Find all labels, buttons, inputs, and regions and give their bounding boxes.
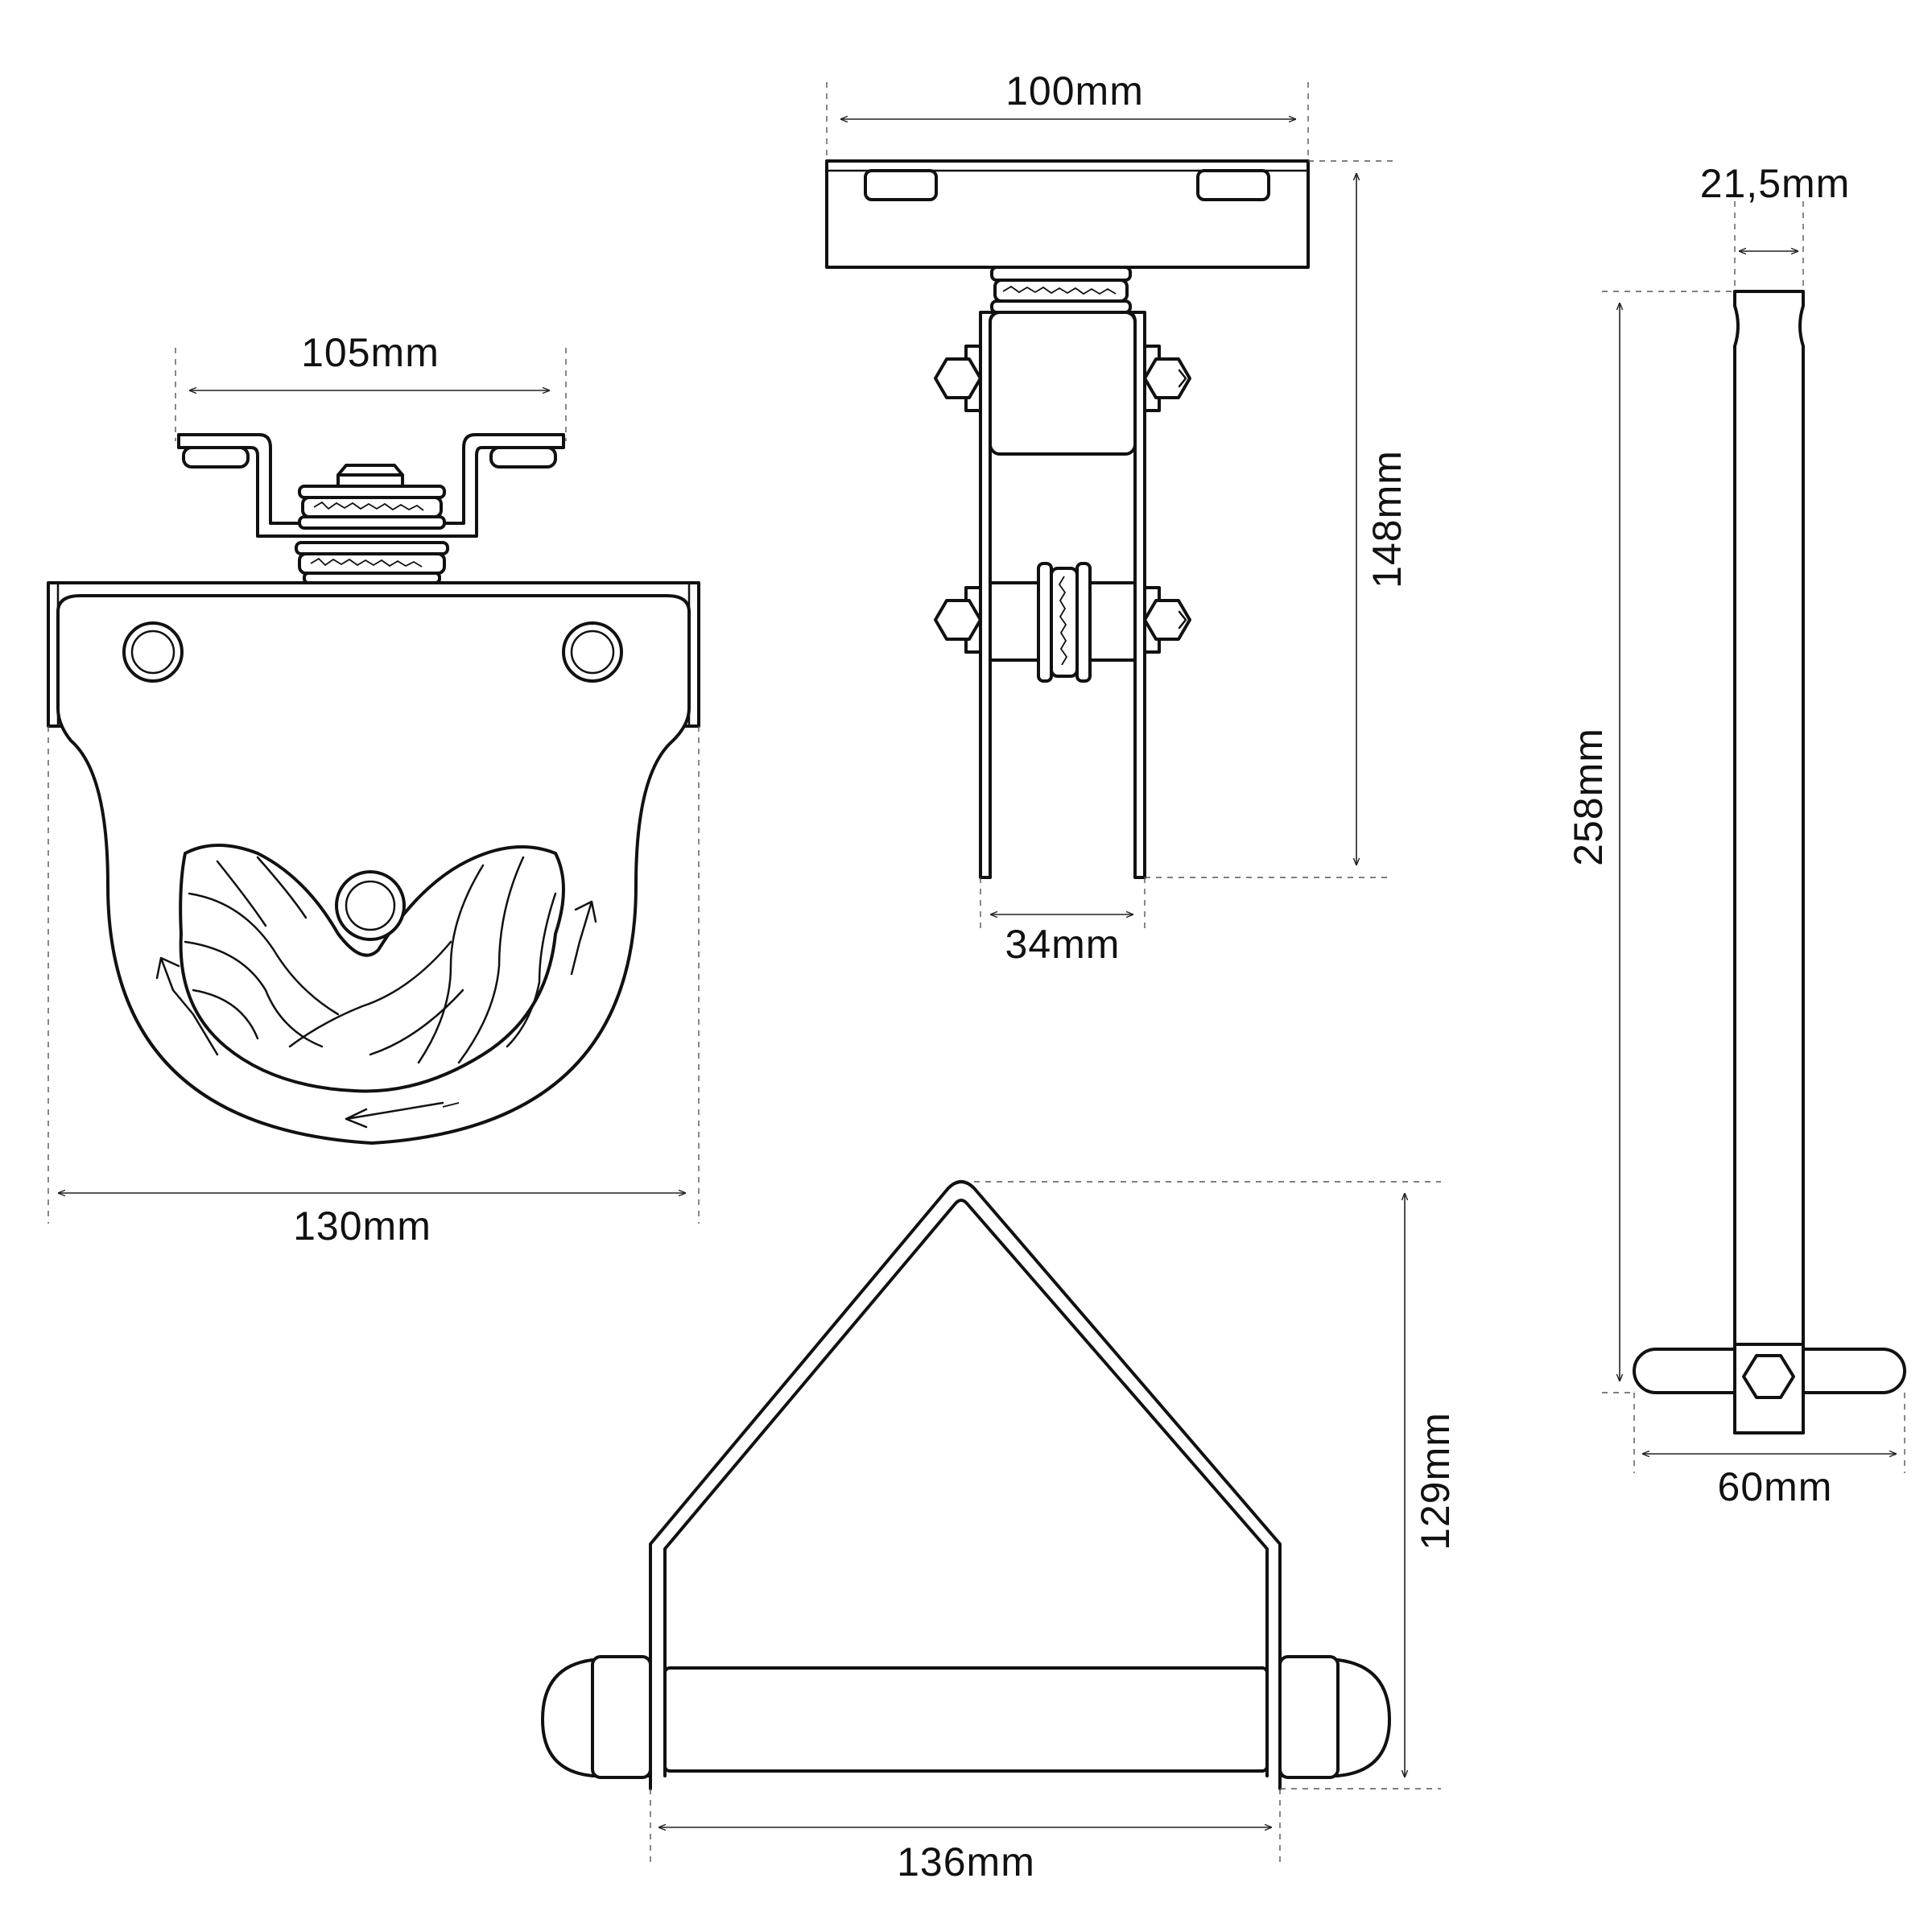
dim-bar-handle-width: 60mm bbox=[1718, 1464, 1833, 1509]
dim-mount-height: 148mm bbox=[1364, 450, 1410, 588]
dim-pulley-top-width: 105mm bbox=[301, 330, 440, 375]
t-bar-view: 21,5mm 258mm 60mm bbox=[1566, 161, 1906, 1509]
dim-plate-gap: 34mm bbox=[1005, 922, 1121, 967]
handle-view: 129mm 136mm bbox=[541, 1180, 1458, 1885]
dim-pulley-width: 130mm bbox=[293, 1203, 431, 1249]
dim-bar-width: 21,5mm bbox=[1700, 161, 1851, 206]
dim-handle-width: 136mm bbox=[897, 1839, 1035, 1885]
dim-bar-height: 258mm bbox=[1566, 728, 1611, 866]
mount-side-view: 100mm 148mm bbox=[825, 68, 1410, 967]
dim-mount-plate-width: 100mm bbox=[1005, 68, 1144, 114]
pulley-front-view: 105mm bbox=[47, 330, 700, 1249]
dim-handle-height: 129mm bbox=[1413, 1412, 1458, 1550]
